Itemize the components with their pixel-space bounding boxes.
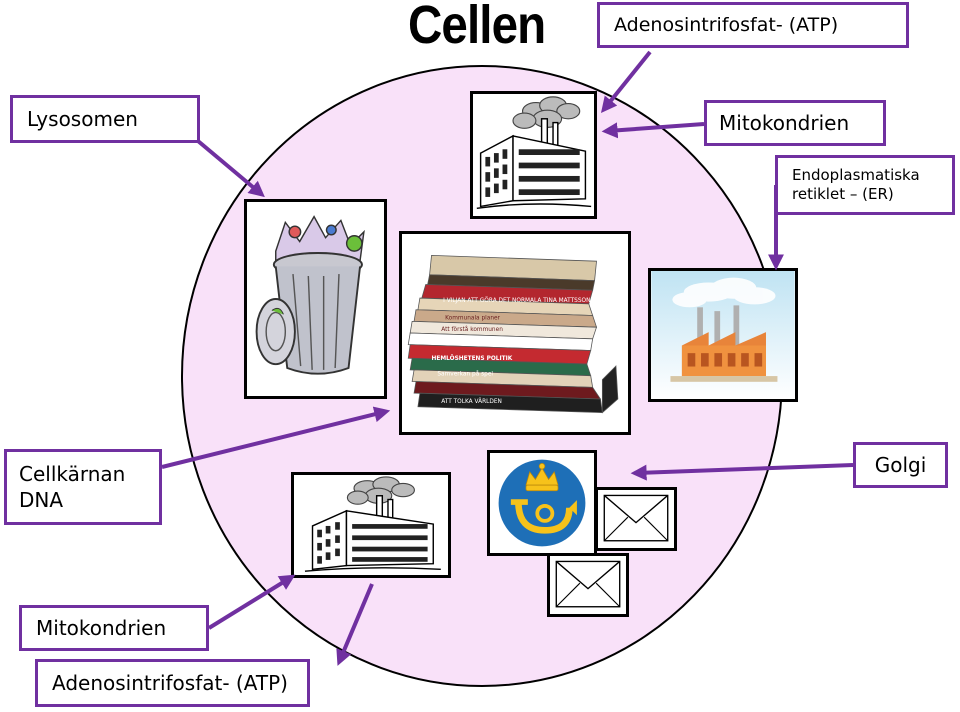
factory-bottom-frame bbox=[291, 472, 451, 578]
atp-top-label: Adenosintrifosfat- (ATP) bbox=[597, 2, 909, 48]
nucleus-label: Cellkärnan DNA bbox=[4, 449, 162, 525]
book-stack-icon: I VILJAN ATT GÖRA DET NORMALA TINA MATTS… bbox=[407, 254, 619, 414]
envelope-icon bbox=[555, 560, 621, 608]
book-spine-6: ATT TOLKA VÄRLDEN bbox=[441, 398, 502, 405]
book-spine-3: Att förstå kommunen bbox=[441, 326, 503, 333]
envelope-icon bbox=[603, 494, 669, 542]
post-horn-logo-icon bbox=[498, 459, 586, 547]
industrial-factory-icon bbox=[651, 271, 795, 399]
atp-bottom-label: Adenosintrifosfat- (ATP) bbox=[35, 659, 310, 707]
mitochondria-bottom-label: Mitokondrien bbox=[19, 605, 209, 651]
trash-can-icon bbox=[255, 215, 365, 375]
book-spine-4: HEMLÖSHETENS POLITIK bbox=[432, 355, 513, 362]
envelope-frame-2 bbox=[547, 553, 629, 617]
post-logo-frame bbox=[487, 450, 597, 556]
book-spine-2: Kommunala planer bbox=[445, 315, 500, 321]
factory-smoke-icon bbox=[304, 476, 441, 572]
er-label: Endoplasmatiska retiklet – (ER) bbox=[775, 155, 955, 215]
factory-smoke-icon bbox=[476, 96, 592, 210]
book-stack-frame: I VILJAN ATT GÖRA DET NORMALA TINA MATTS… bbox=[399, 231, 631, 435]
lysosome-label: Lysosomen bbox=[10, 95, 200, 143]
page-title: Cellen bbox=[408, 0, 546, 55]
book-spine-5: Samverkan på spel bbox=[437, 371, 493, 378]
envelope-frame-1 bbox=[595, 487, 677, 551]
mitochondria-top-label: Mitokondrien bbox=[704, 100, 886, 146]
golgi-label: Golgi bbox=[853, 442, 948, 488]
factory-top-frame bbox=[470, 91, 597, 219]
trash-can-frame bbox=[244, 199, 387, 399]
industrial-factory-frame bbox=[648, 268, 798, 402]
book-spine-1: I VILJAN ATT GÖRA DET NORMALA TINA MATTS… bbox=[443, 297, 590, 304]
